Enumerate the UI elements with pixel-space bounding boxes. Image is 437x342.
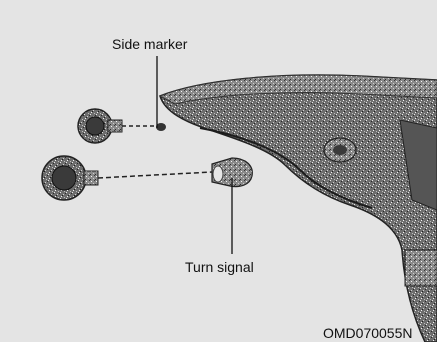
side-marker-label: Side marker <box>112 36 187 52</box>
figure-code: OMD070055N <box>323 325 413 341</box>
side-marker-bulb-socket-icon <box>78 109 166 143</box>
headlamp-housing <box>160 75 437 342</box>
turn-signal-bulb-socket-icon <box>42 156 252 200</box>
turn-signal-label: Turn signal <box>185 259 254 275</box>
